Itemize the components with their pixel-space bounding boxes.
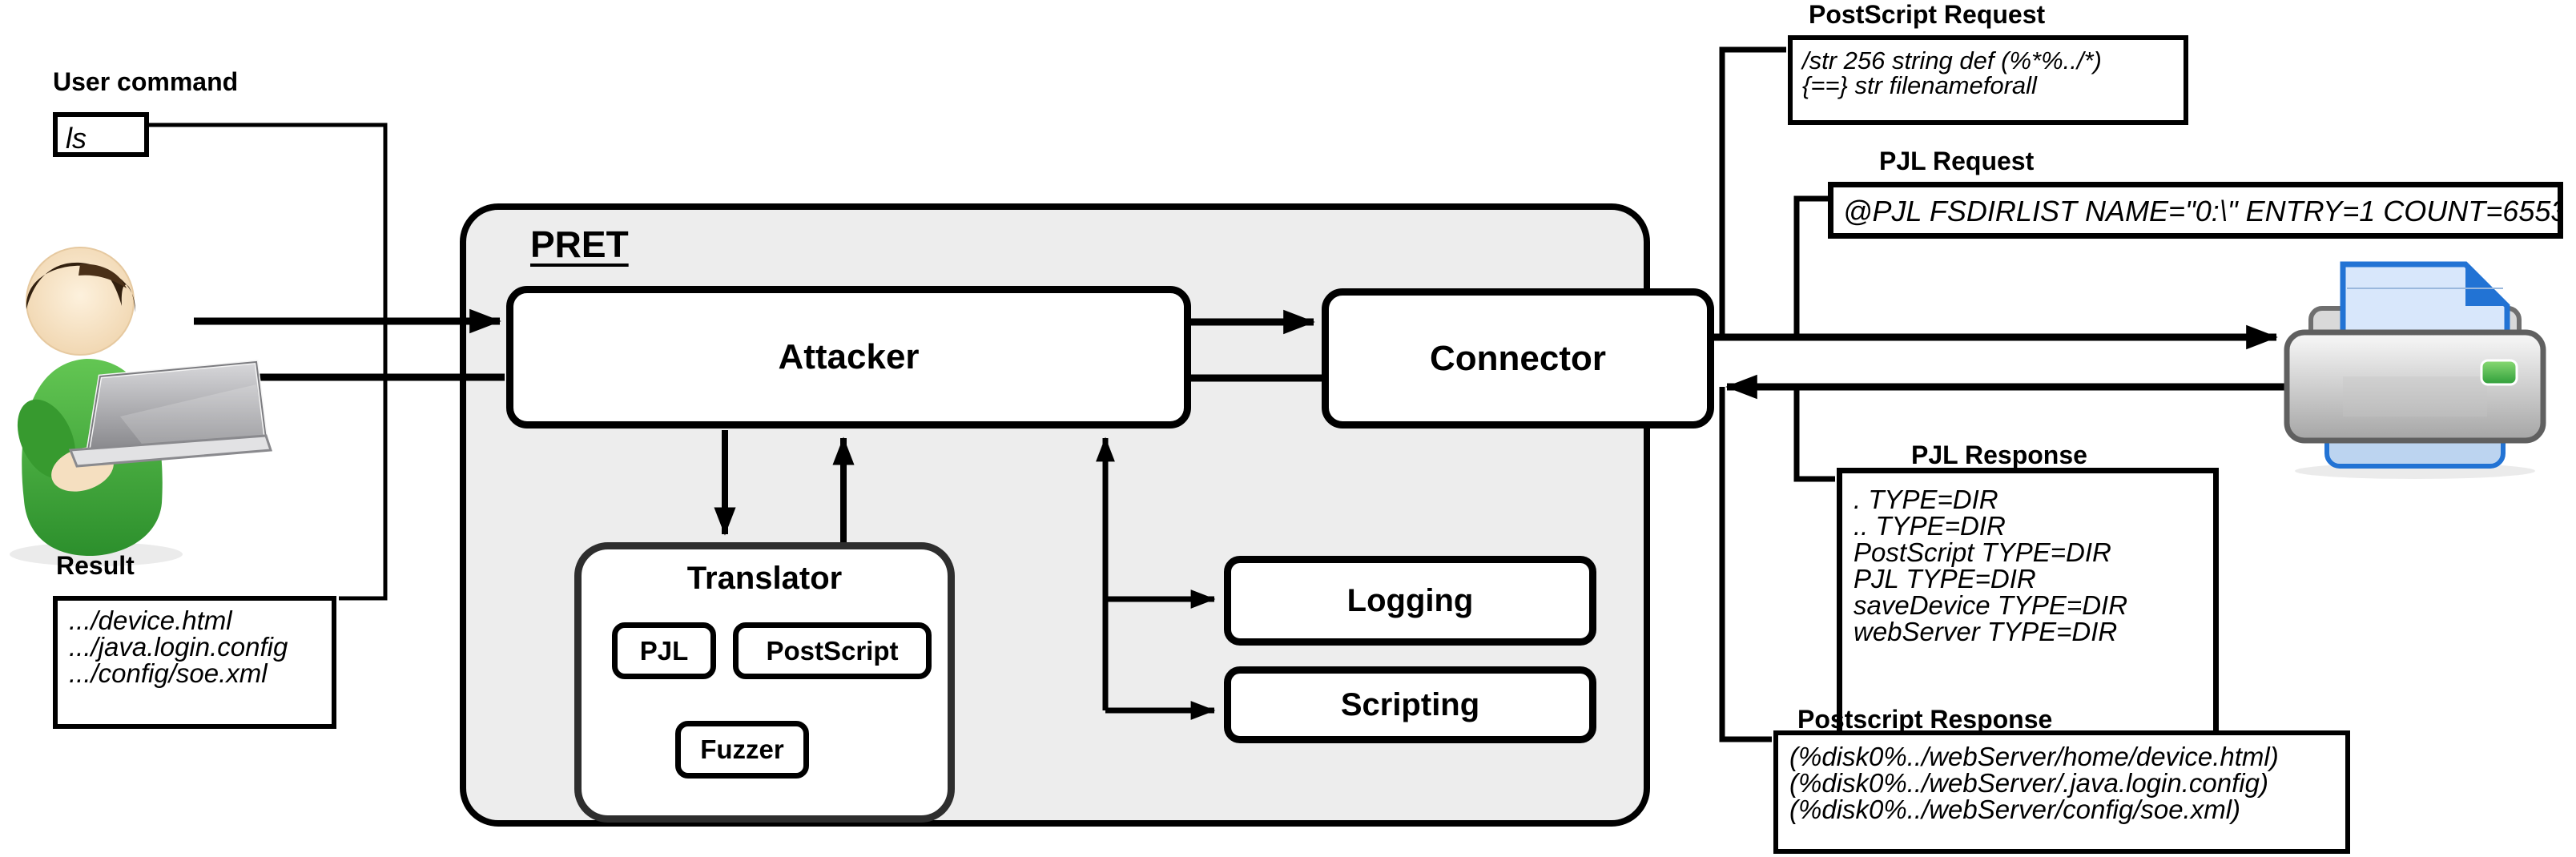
wire-to-postscript-request: [1719, 46, 1786, 337]
logging-box: Logging: [1224, 556, 1596, 646]
wire-to-pjl-request: [1793, 195, 1829, 337]
postscript-request-box: /str 256 string def (%*%../*){==} str fi…: [1788, 35, 2188, 125]
command-result-wire: [149, 123, 388, 601]
postscript-response-box: (%disk0%../webServer/home/device.html)(%…: [1773, 730, 2350, 854]
pjl-request-title: PJL Request: [1879, 147, 2035, 175]
result-label: Result: [56, 551, 135, 580]
postscript-label: PostScript: [766, 635, 899, 666]
scripting-box: Scripting: [1224, 666, 1596, 743]
scripting-label: Scripting: [1340, 686, 1480, 722]
logging-label: Logging: [1346, 582, 1474, 618]
result-box: .../device.html.../java.login.config.../…: [53, 596, 336, 729]
attacker-box: Attacker: [506, 286, 1191, 428]
fuzzer-box: Fuzzer: [675, 721, 809, 779]
translator-box: Translator: [574, 542, 955, 823]
pjl-response-title: PJL Response: [1911, 441, 2087, 469]
user-command-label: User command: [53, 67, 239, 96]
postscript-request-title: PostScript Request: [1809, 0, 2046, 29]
fuzzer-label: Fuzzer: [700, 734, 784, 764]
user-icon: [10, 247, 273, 566]
wire-to-postscript-response: [1719, 387, 1772, 742]
user-command-box: ls: [53, 112, 149, 157]
user-command-value: ls: [66, 122, 87, 155]
pjl-box: PJL: [612, 622, 716, 679]
postscript-response-title: Postscript Response: [1797, 705, 2053, 734]
pret-title: PRET: [530, 223, 629, 265]
connector-label: Connector: [1430, 338, 1606, 378]
translator-title: Translator: [686, 561, 843, 596]
printer-icon: [2284, 261, 2546, 479]
attacker-label: Attacker: [778, 337, 920, 376]
postscript-box: PostScript: [733, 622, 932, 679]
pjl-request-box: @PJL FSDIRLIST NAME="0:\" ENTRY=1 COUNT=…: [1828, 182, 2563, 239]
pjl-label: PJL: [639, 635, 689, 666]
wire-to-pjl-response: [1793, 387, 1835, 482]
connector-box: Connector: [1322, 288, 1714, 428]
